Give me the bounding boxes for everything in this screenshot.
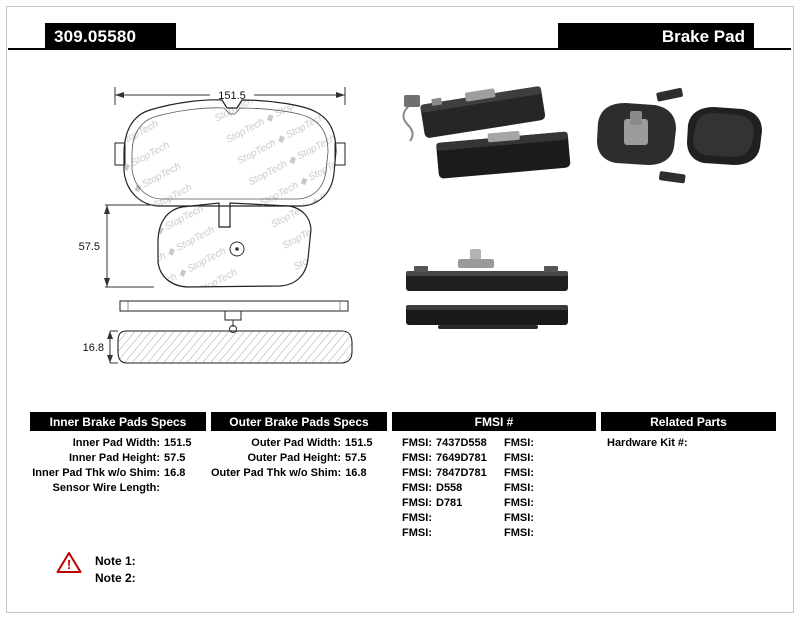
fmsi-label: FMSI: (504, 452, 534, 464)
related-parts-table: Related Parts Hardware Kit #: (601, 412, 776, 451)
inner-specs-table: Inner Brake Pads Specs Inner Pad Width: … (30, 412, 206, 496)
fmsi-label: FMSI: (504, 437, 534, 449)
spec-row: Inner Pad Thk w/o Shim: 16.8 (30, 466, 206, 481)
pad-photo-edge-view (406, 249, 568, 329)
fmsi-label: FMSI: (504, 497, 534, 509)
fmsi-label: FMSI: (402, 467, 432, 479)
outer-specs-table: Outer Brake Pads Specs Outer Pad Width: … (211, 412, 387, 481)
note-1: Note 1: (95, 554, 136, 568)
spec-row: Inner Pad Width: 151.5 (30, 436, 206, 451)
fmsi-label: FMSI: (402, 512, 432, 524)
pad-face-drawing (157, 202, 312, 288)
spec-label: Inner Pad Height: (68, 452, 160, 464)
fmsi-value: 7437D558 (436, 437, 487, 449)
spec-row: Inner Pad Height: 57.5 (30, 451, 206, 466)
fmsi-value: 7649D781 (436, 452, 487, 464)
outer-specs-header: Outer Brake Pads Specs (211, 412, 387, 431)
related-row: Hardware Kit #: (601, 436, 776, 451)
fmsi-row: FMSI: 7437D558 FMSI: (392, 436, 596, 451)
fmsi-table: FMSI # FMSI: 7437D558 FMSI: FMSI: 7649D7… (392, 412, 596, 541)
pad-edge-drawing (117, 300, 353, 364)
fmsi-value (534, 481, 596, 496)
fmsi-label: FMSI: (402, 437, 432, 449)
fmsi-value (534, 496, 596, 511)
fmsi-value (534, 511, 596, 526)
header-divider (8, 48, 791, 50)
width-dimension (114, 87, 346, 105)
related-label: Hardware Kit #: (607, 437, 688, 449)
pad-photo-set-angled (402, 86, 571, 179)
fmsi-label: FMSI: (504, 527, 534, 539)
fmsi-header: FMSI # (392, 412, 596, 431)
product-type: Brake Pad (558, 23, 754, 50)
spec-row: Sensor Wire Length: (30, 481, 206, 496)
spec-label: Outer Pad Thk w/o Shim: (211, 467, 342, 479)
spec-label: Outer Pad Width: (251, 437, 341, 449)
fmsi-label: FMSI: (504, 482, 534, 494)
fmsi-row: FMSI: 7649D781 FMSI: (392, 451, 596, 466)
spec-row: Outer Pad Thk w/o Shim: 16.8 (211, 466, 387, 481)
fmsi-value (534, 436, 596, 451)
spec-row: Outer Pad Height: 57.5 (211, 451, 387, 466)
fmsi-value: D558 (436, 482, 463, 494)
fmsi-label: FMSI: (504, 467, 534, 479)
fmsi-label: FMSI: (402, 482, 432, 494)
spec-label: Sensor Wire Length: (52, 482, 160, 494)
fmsi-value (534, 451, 596, 466)
inner-specs-header: Inner Brake Pads Specs (30, 412, 206, 431)
spec-value: 57.5 (345, 452, 367, 464)
fmsi-value: D781 (436, 497, 463, 509)
related-value (688, 436, 692, 451)
spec-value: 16.8 (164, 467, 186, 479)
height-dimension-label: 57.5 (79, 241, 100, 253)
spec-value: 57.5 (164, 452, 186, 464)
height-dimension (104, 204, 154, 288)
width-dimension-label: 151.5 (218, 90, 246, 102)
fmsi-value (534, 526, 596, 541)
fmsi-label: FMSI: (402, 452, 432, 464)
fmsi-row: FMSI: D558 FMSI: (392, 481, 596, 496)
spec-label: Outer Pad Height: (247, 452, 341, 464)
svg-text:!: ! (67, 557, 71, 572)
fmsi-label: FMSI: (402, 527, 432, 539)
fmsi-row: FMSI: FMSI: (392, 526, 596, 541)
fmsi-value (534, 466, 596, 481)
fmsi-label: FMSI: (402, 497, 432, 509)
pad-back-drawing (114, 99, 346, 207)
spec-label: Inner Pad Width: (72, 437, 160, 449)
warning-icon: ! (56, 552, 82, 573)
part-number: 309.05580 (45, 23, 176, 50)
related-parts-header: Related Parts (601, 412, 776, 431)
pad-photo-set-back (597, 87, 762, 184)
spec-row: Outer Pad Width: 151.5 (211, 436, 387, 451)
thickness-dimension-label: 16.8 (83, 342, 104, 354)
fmsi-value: 7847D781 (436, 467, 487, 479)
spec-value (160, 481, 164, 496)
fmsi-value (432, 511, 498, 526)
spec-value: 151.5 (345, 437, 373, 449)
spec-value: 16.8 (345, 467, 367, 479)
spec-label: Inner Pad Thk w/o Shim: (32, 467, 160, 479)
note-2: Note 2: (95, 571, 136, 585)
fmsi-row: FMSI: FMSI: (392, 511, 596, 526)
fmsi-row: FMSI: 7847D781 FMSI: (392, 466, 596, 481)
fmsi-value (432, 526, 498, 541)
fmsi-label: FMSI: (504, 512, 534, 524)
thickness-dimension (107, 330, 118, 364)
technical-diagram: StopTech ◆ StopTech 151.5 (79, 86, 762, 364)
fmsi-row: FMSI: D781 FMSI: (392, 496, 596, 511)
spec-value: 151.5 (164, 437, 192, 449)
